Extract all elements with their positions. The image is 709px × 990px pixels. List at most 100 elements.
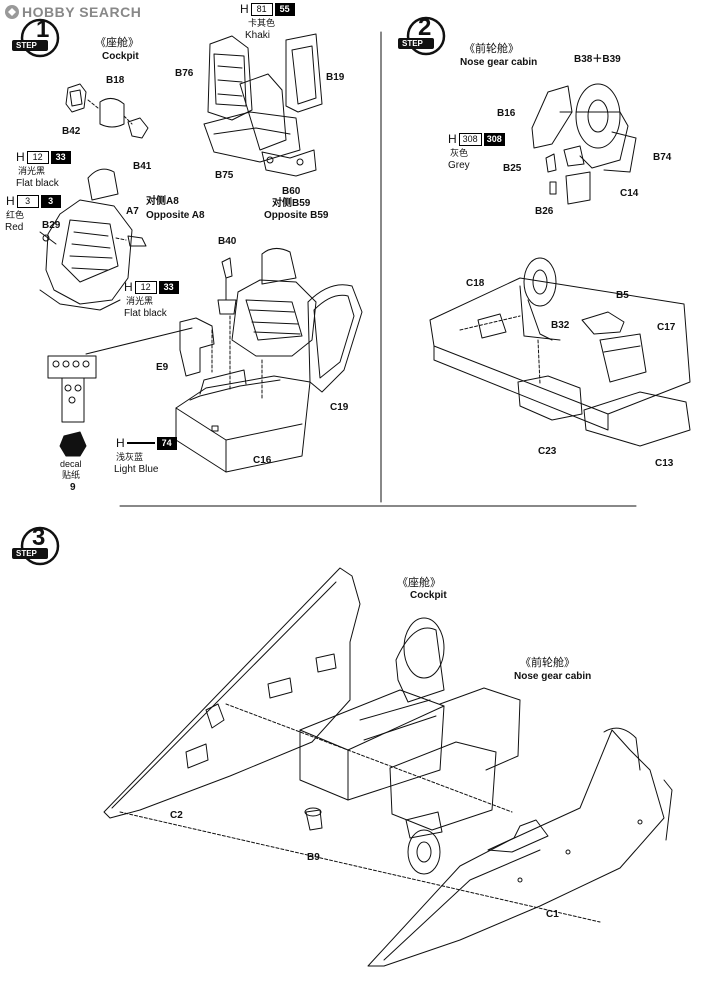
step-1-word: STEP (16, 41, 37, 50)
paint-code-hobby (126, 442, 155, 444)
paint-callout-grey: H 308 308 (448, 132, 505, 146)
part-label-c19: C19 (330, 402, 349, 413)
opposite-b59-cn: 对侧B59 (272, 198, 311, 209)
paint-khaki-en: Khaki (245, 30, 271, 41)
decal-sheet-icon (59, 431, 87, 457)
cockpit-tub-c16 (175, 248, 363, 473)
step-2-badge: STEP 2 (396, 12, 448, 64)
paint-callout-red: H 3 3 (6, 194, 61, 208)
fuselage-left-half-c2 (103, 567, 601, 923)
step-badge-icon (12, 18, 60, 58)
paint-grey-en: Grey (448, 160, 470, 171)
paint-code-hobby: 81 (250, 2, 273, 16)
part-label-c2: C2 (170, 810, 183, 821)
part-label-c13: C13 (655, 458, 674, 469)
part-label-b42: B42 (62, 126, 81, 137)
step2-cabin-en: Nose gear cabin (460, 57, 538, 68)
part-label-b16: B16 (497, 108, 516, 119)
part-label-c18: C18 (466, 278, 485, 289)
step2-cabin-cn: 《前轮舱》 (464, 43, 519, 55)
step-3-badge: STEP 3 (10, 522, 62, 574)
part-label-c17: C17 (657, 322, 676, 333)
part-label-b75: B75 (215, 170, 234, 181)
paint-callout-flatblack-1: H 12 33 (16, 150, 71, 164)
part-label-b25: B25 (503, 163, 522, 174)
watermark-logo-icon (5, 5, 19, 19)
part-label-b74: B74 (653, 152, 672, 163)
nose-gear-wheel-upper (531, 83, 637, 205)
paint-code-hobby: 12 (26, 150, 49, 164)
part-label-b26: B26 (535, 206, 554, 217)
step-2-number: 2 (418, 14, 432, 41)
step3-cockpit-en: Cockpit (410, 590, 447, 601)
step-badge-icon (398, 16, 446, 56)
paint-flatblack2-en: Flat black (124, 308, 167, 319)
part-label-b5: B5 (616, 290, 629, 301)
decal-number: 9 (70, 482, 76, 493)
decal-label-cn: 贴纸 (62, 470, 81, 480)
paint-red-cn: 红色 (6, 210, 25, 220)
part-label-b29: B29 (42, 220, 61, 231)
paint-grey-cn: 灰色 (450, 148, 469, 158)
part-label-c16: C16 (253, 455, 272, 466)
seat-rails-b76-b19-b75 (203, 33, 323, 177)
part-label-b40: B40 (218, 236, 237, 247)
part-label-c23: C23 (538, 446, 557, 457)
paint-red-en: Red (5, 222, 24, 233)
paint-flatblack1-cn: 消光黑 (18, 166, 46, 176)
paint-callout-khaki: H 81 55 (240, 2, 295, 16)
step-2-word: STEP (402, 39, 423, 48)
opposite-b59-en: Opposite B59 (264, 210, 329, 221)
part-label-c1: C1 (546, 909, 559, 920)
part-label-b38-b39: B38＋B39 (574, 54, 621, 65)
paint-khaki-cn: 卡其色 (248, 18, 276, 28)
step1-cockpit-cn: 《座舱》 (95, 37, 139, 49)
step-badge-icon (12, 526, 60, 566)
part-label-b41: B41 (133, 161, 152, 172)
step3-cockpit-cn: 《座舱》 (397, 577, 441, 589)
decal-instrument-panel (47, 327, 193, 423)
part-label-c14: C14 (620, 188, 639, 199)
part-label-b60: B60 (282, 186, 301, 197)
hobby-search-watermark: HOBBY SEARCH (4, 3, 141, 21)
opposite-a8-en: Opposite A8 (146, 210, 205, 221)
part-b9 (304, 807, 323, 831)
paint-code-hobby: 12 (134, 280, 157, 294)
nose-gear-cabin-assembly (429, 257, 691, 447)
step-3-word: STEP (16, 549, 37, 558)
step3-cabin-en: Nose gear cabin (514, 671, 592, 682)
part-label-b76: B76 (175, 68, 194, 79)
step-1-number: 1 (36, 16, 50, 43)
part-b42-b18-b41 (65, 83, 149, 139)
step-3-number: 3 (32, 524, 46, 551)
part-label-b9: B9 (307, 852, 320, 863)
step3-cabin-cn: 《前轮舱》 (520, 657, 575, 669)
paint-flatblack1-en: Flat black (16, 178, 59, 189)
paint-code-mr: 55 (274, 2, 295, 16)
part-label-b32: B32 (551, 320, 570, 331)
paint-lightblue-cn: 浅灰蓝 (116, 452, 144, 462)
decal-label-en: decal (60, 459, 82, 469)
part-label-e9: E9 (156, 362, 169, 373)
paint-flatblack2-cn: 消光黑 (126, 296, 154, 306)
paint-callout-lightblue: H 74 (116, 436, 177, 450)
part-label-a7: A7 (126, 206, 139, 217)
part-label-b18: B18 (106, 75, 125, 86)
step1-cockpit-en: Cockpit (102, 51, 139, 62)
ejection-seat-left (39, 168, 147, 311)
paint-code-mr: 308 (483, 132, 505, 146)
paint-code-mr: 33 (158, 280, 179, 294)
paint-callout-flatblack-2: H 12 33 (124, 280, 179, 294)
paint-code-hobby: 308 (458, 132, 482, 146)
paint-code-hobby: 3 (16, 194, 39, 208)
paint-code-mr: 74 (156, 436, 177, 450)
fuselage-right-half-c1 (367, 727, 673, 967)
paint-lightblue-en: Light Blue (114, 464, 159, 475)
watermark-text: HOBBY SEARCH (22, 4, 142, 20)
part-label-b19: B19 (326, 72, 345, 83)
paint-code-mr: 3 (40, 194, 61, 208)
opposite-a8-cn: 对侧A8 (146, 196, 179, 207)
cockpit-assembly-step3 (299, 617, 445, 801)
step-1-badge: STEP 1 (10, 14, 62, 66)
